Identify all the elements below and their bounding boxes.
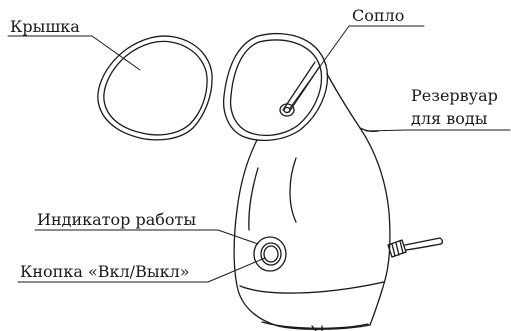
- head-inner: [231, 40, 322, 136]
- lid-outer: [98, 36, 212, 140]
- body-left-outline: [234, 140, 370, 329]
- cord-wire: [405, 238, 441, 250]
- button-drawing: [254, 237, 286, 271]
- base-line: [240, 282, 384, 293]
- label-lid: Крышка: [10, 17, 80, 36]
- cord-end: [440, 238, 442, 244]
- body-left-shading: [249, 168, 258, 230]
- leader-nozzle: [290, 26, 424, 108]
- label-indicator: Индикатор работы: [37, 210, 196, 229]
- label-power-button: Кнопка «Вкл/Выкл»: [20, 262, 190, 281]
- label-reservoir-line1: Резервуар: [411, 86, 498, 105]
- power-button-inner: [264, 246, 278, 262]
- leader-lines: [8, 26, 510, 282]
- nozzle-hole: [284, 108, 290, 113]
- leader-indicator: [35, 230, 258, 244]
- body-drawing: [234, 74, 390, 331]
- head-rim: [224, 34, 328, 141]
- cord-drawing: [388, 238, 442, 257]
- label-reservoir-line2: для воды: [411, 109, 488, 128]
- head-drawing: [224, 34, 328, 141]
- leader-reservoir: [366, 130, 510, 131]
- leader-lid: [8, 36, 140, 70]
- label-nozzle: Сопло: [352, 6, 404, 25]
- body-center-curve: [290, 158, 296, 222]
- lid-drawing: [98, 36, 212, 140]
